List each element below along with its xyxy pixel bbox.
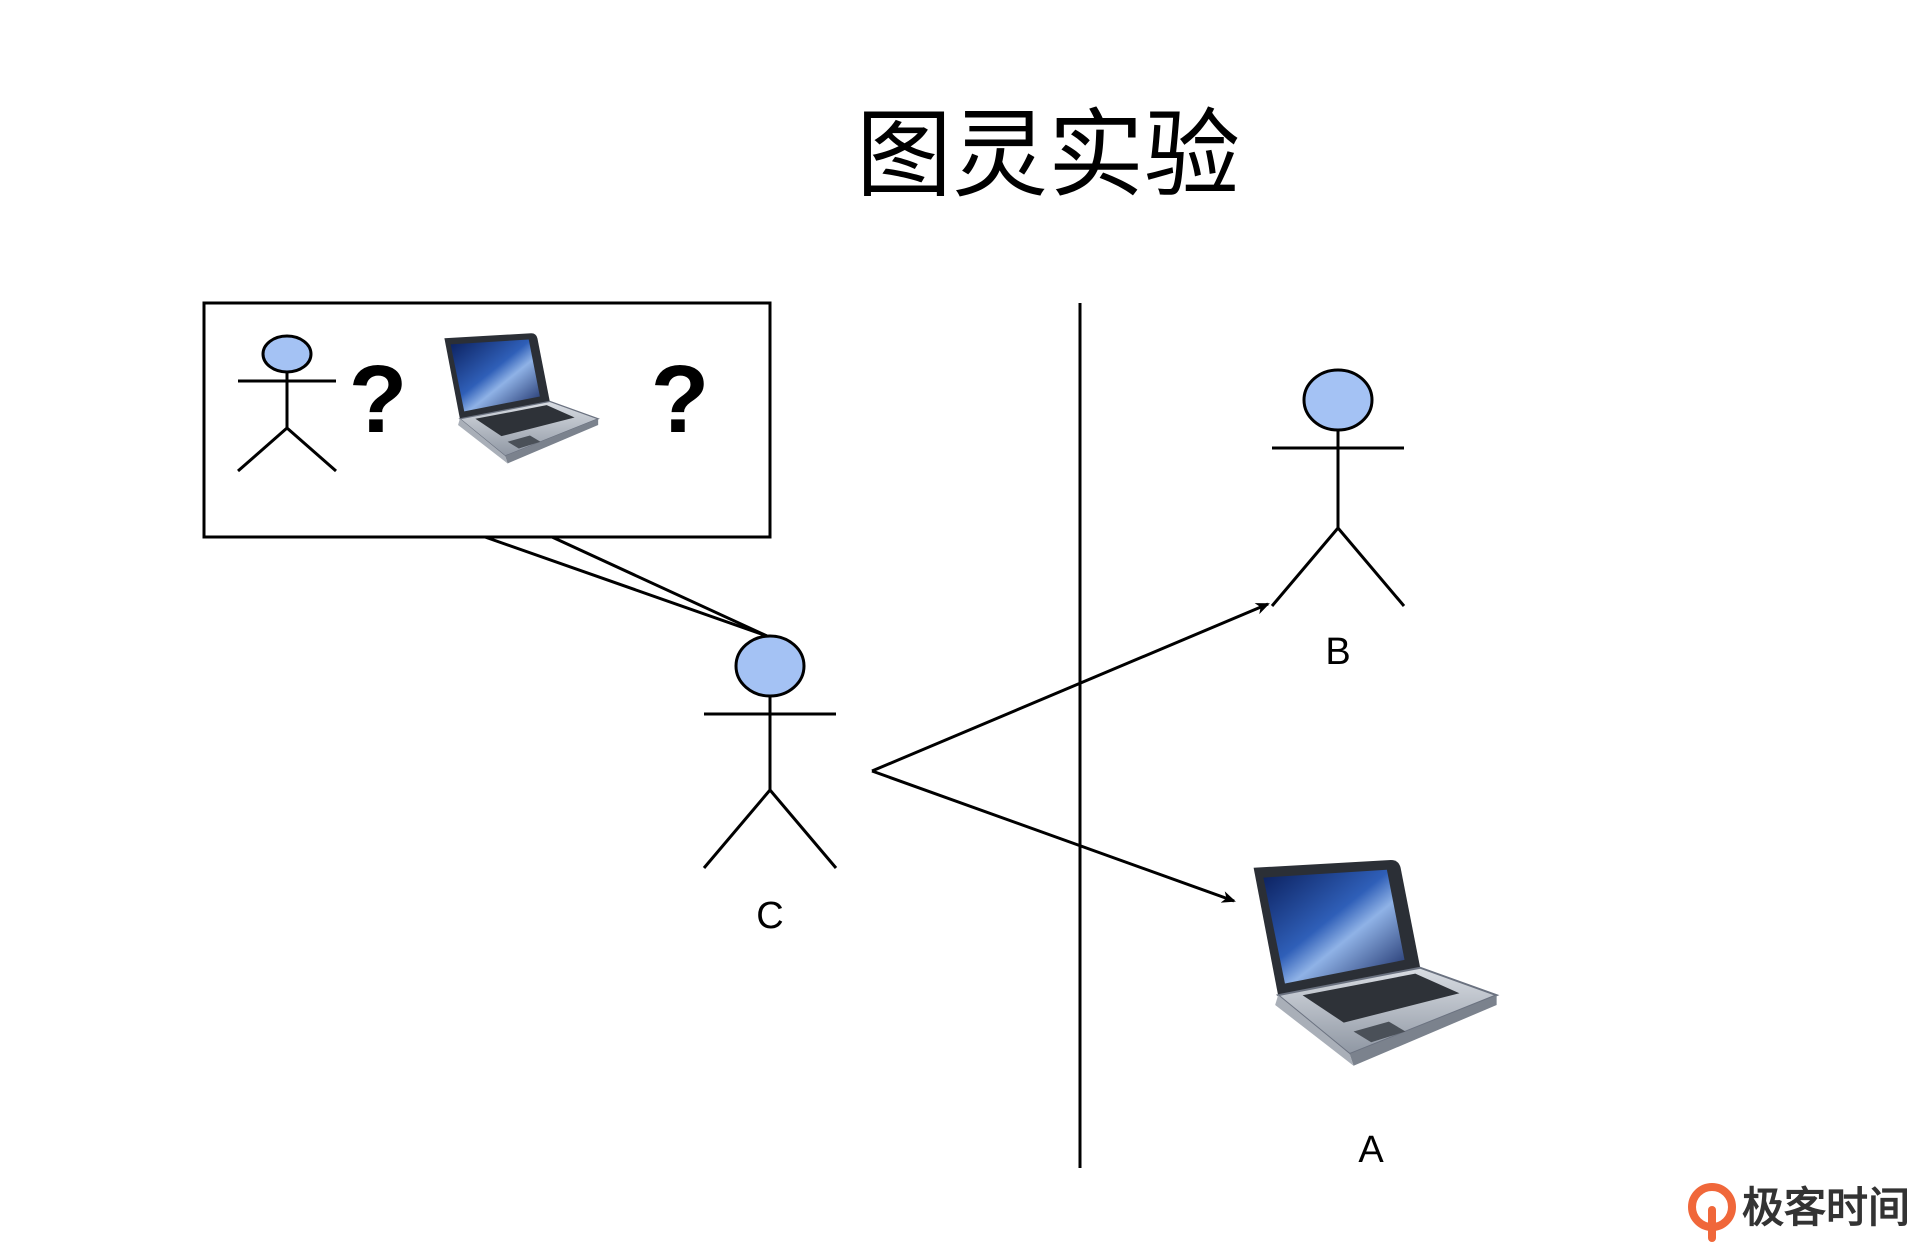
question-mark-2: ? (651, 346, 710, 453)
person-icon (237, 334, 337, 473)
label-a: A (1358, 1129, 1384, 1171)
person-icon (1270, 368, 1406, 607)
person-icon (702, 634, 838, 869)
brand-name: 极客时间 (1742, 1183, 1910, 1232)
logo-icon (1688, 1183, 1736, 1242)
bubble-tail-right (551, 535, 768, 638)
brand-watermark: 极客时间 (1688, 1183, 1910, 1242)
bubble-tail-left (484, 535, 768, 638)
label-b: B (1325, 631, 1350, 673)
question-mark-1: ? (349, 346, 408, 453)
arrow-to-a (871, 769, 1236, 903)
thought-bubble: ? ? (202, 301, 772, 638)
label-c: C (756, 895, 783, 937)
diagram-title: 图灵实验 (856, 99, 1240, 211)
laptop-icon (1252, 858, 1498, 1067)
arrow-to-b (871, 602, 1270, 773)
